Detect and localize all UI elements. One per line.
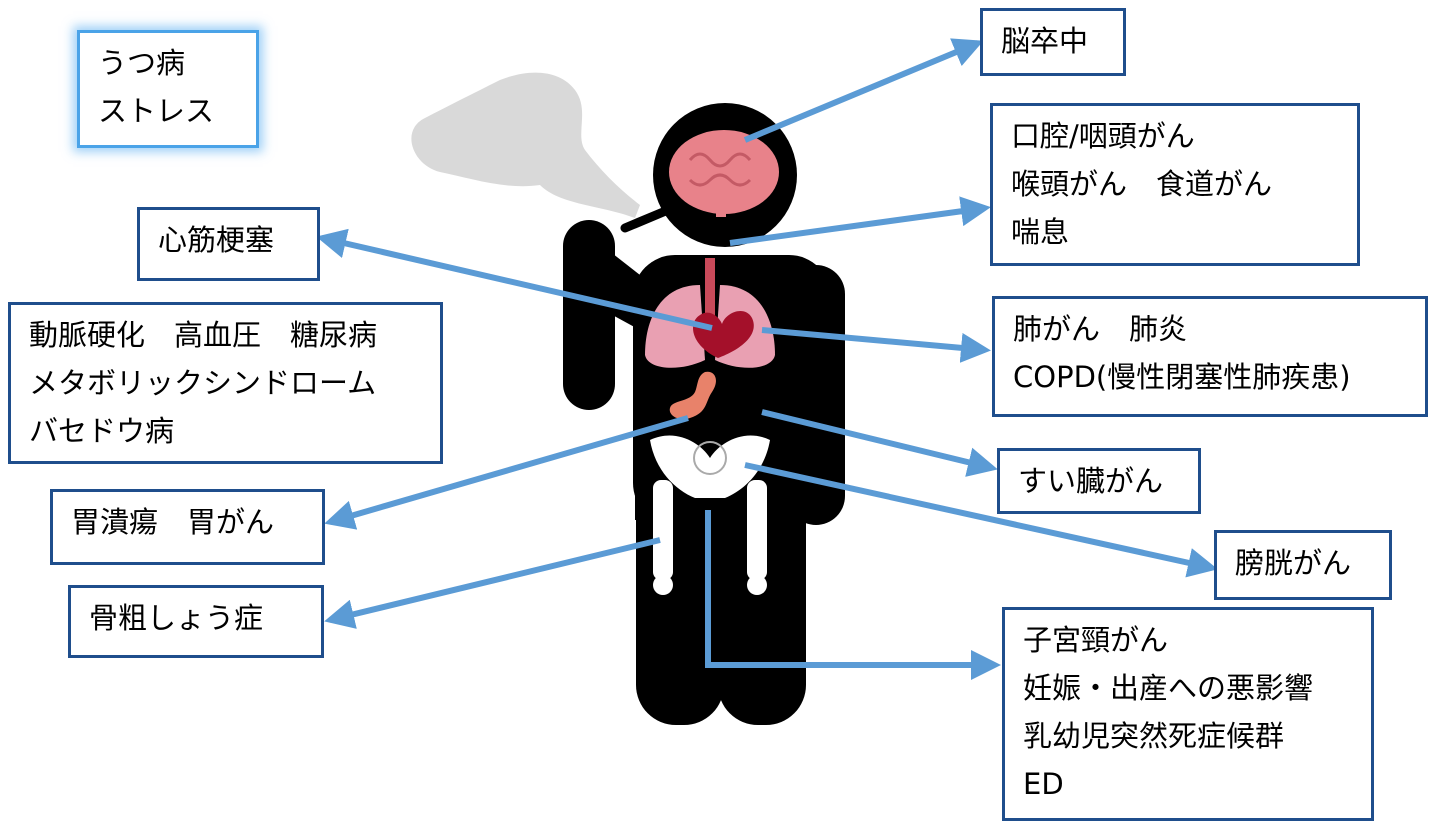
trachea-icon: [705, 258, 715, 318]
label-oral: 口腔/咽頭がん 喉頭がん 食道がん 喘息: [990, 103, 1360, 266]
label-line: 喘息: [1011, 208, 1339, 256]
label-reproductive: 子宮頸がん 妊娠・出産への悪影響 乳幼児突然死症候群 ED: [1002, 607, 1374, 821]
label-line: 乳幼児突然死症候群: [1023, 712, 1353, 760]
label-line: 喉頭がん 食道がん: [1011, 160, 1339, 208]
label-stroke: 脳卒中: [980, 8, 1126, 76]
label-line: 肺がん 肺炎: [1013, 305, 1407, 353]
label-metabolic: 動脈硬化 高血圧 糖尿病 メタボリックシンドローム バセドウ病: [8, 302, 443, 464]
label-line: 骨粗しょう症: [89, 594, 303, 642]
label-line: ストレス: [98, 87, 238, 135]
label-line: うつ病: [98, 39, 238, 87]
label-line: 妊娠・出産への悪影響: [1023, 664, 1353, 712]
label-line: 脳卒中: [1001, 17, 1105, 65]
label-line: バセドウ病: [29, 407, 422, 455]
label-bone: 骨粗しょう症: [68, 585, 324, 658]
label-bladder: 膀胱がん: [1214, 530, 1392, 600]
label-line: 膀胱がん: [1235, 539, 1371, 587]
label-line: ED: [1023, 760, 1353, 808]
label-line: すい臓がん: [1018, 457, 1180, 505]
label-lung: 肺がん 肺炎 COPD(慢性閉塞性肺疾患): [992, 296, 1428, 417]
label-line: COPD(慢性閉塞性肺疾患): [1013, 353, 1407, 401]
label-line: 胃潰瘍 胃がん: [71, 498, 304, 546]
label-mi: 心筋梗塞: [137, 207, 320, 281]
label-stomach: 胃潰瘍 胃がん: [50, 489, 325, 565]
label-line: 口腔/咽頭がん: [1011, 112, 1339, 160]
arrow-bone: [330, 540, 660, 620]
smoke-cloud: [411, 73, 640, 218]
label-line: 子宮頸がん: [1023, 616, 1353, 664]
label-line: 心筋梗塞: [158, 216, 299, 264]
label-pancreas: すい臓がん: [997, 448, 1201, 514]
label-depression: うつ病 ストレス: [77, 30, 259, 148]
label-line: メタボリックシンドローム: [29, 359, 422, 407]
label-line: 動脈硬化 高血圧 糖尿病: [29, 311, 422, 359]
arrow-stroke: [745, 43, 978, 140]
